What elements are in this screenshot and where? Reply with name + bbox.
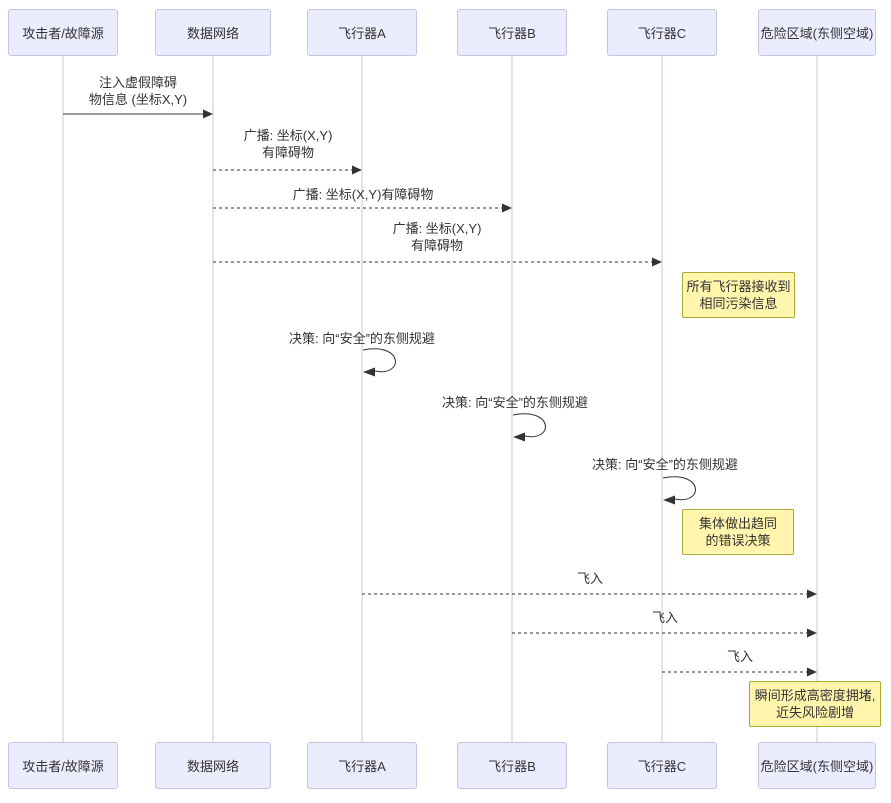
actor-top-aircraft-c: 飞行器C — [607, 9, 717, 56]
actor-label: 飞行器B — [488, 26, 536, 41]
actor-bottom-data-network: 数据网络 — [155, 742, 271, 789]
arrowhead-selfloop-b — [513, 432, 525, 442]
actor-bottom-aircraft-c: 飞行器C — [607, 742, 717, 789]
actor-top-aircraft-b: 飞行器B — [457, 9, 567, 56]
message-label-flyin-b: 飞入 — [651, 610, 678, 625]
actor-label: 飞行器C — [637, 26, 687, 41]
selfloop-aircraft-c — [662, 476, 696, 501]
actor-bottom-aircraft-a: 飞行器A — [307, 742, 417, 789]
actor-top-danger-zone: 危险区域(东侧空域) — [758, 9, 876, 56]
actor-top-aircraft-a: 飞行器A — [307, 9, 417, 56]
actor-label: 危险区域(东侧空域) — [760, 26, 874, 41]
message-label-broadcast-b: 广播: 坐标(X,Y)有障碍物 — [292, 187, 434, 202]
actor-top-attacker: 攻击者/故障源 — [8, 9, 118, 56]
actor-label: 飞行器A — [338, 26, 386, 41]
message-label-flyin-a: 飞入 — [576, 571, 603, 586]
arrowhead-broadcast-a — [352, 165, 362, 175]
message-label-flyin-c: 飞入 — [726, 649, 753, 664]
actor-top-data-network: 数据网络 — [155, 9, 271, 56]
arrowhead-broadcast-b — [502, 203, 512, 213]
arrowhead-flyin-b — [807, 628, 817, 638]
actor-label: 飞行器A — [338, 759, 386, 774]
message-label-decision-a: 决策: 向“安全”的东侧规避 — [289, 331, 435, 346]
note-wrong-decision: 集体做出趋同 的错误决策 — [682, 509, 794, 555]
actor-label: 飞行器C — [637, 759, 687, 774]
actor-label: 危险区域(东侧空域) — [760, 759, 874, 774]
actor-bottom-attacker: 攻击者/故障源 — [8, 742, 118, 789]
actor-label: 数据网络 — [186, 759, 239, 774]
arrowhead-broadcast-c — [652, 257, 662, 267]
actor-label: 飞行器B — [488, 759, 536, 774]
note-congestion-risk: 瞬间形成高密度拥堵, 近失风险剧增 — [749, 681, 881, 727]
message-label-broadcast-a: 广播: 坐标(X,Y) 有障碍物 — [243, 128, 333, 160]
selfloop-aircraft-a — [362, 348, 396, 373]
note-polluted-info: 所有飞行器接收到 相同污染信息 — [682, 272, 795, 318]
arrowhead-flyin-c — [807, 667, 817, 677]
actor-label: 攻击者/故障源 — [22, 759, 104, 774]
selfloop-aircraft-b — [512, 413, 546, 438]
arrowhead-selfloop-c — [663, 495, 675, 505]
arrowhead-flyin-a — [807, 589, 817, 599]
actor-bottom-danger-zone: 危险区域(东侧空域) — [758, 742, 876, 789]
message-label-broadcast-c: 广播: 坐标(X,Y) 有障碍物 — [392, 221, 482, 253]
actor-label: 数据网络 — [186, 26, 239, 41]
arrowhead-selfloop-a — [363, 367, 375, 377]
message-label-decision-b: 决策: 向“安全”的东侧规避 — [442, 395, 588, 410]
arrowhead-inject — [203, 109, 213, 119]
actor-bottom-aircraft-b: 飞行器B — [457, 742, 567, 789]
message-label-inject: 注入虚假障碍 物信息 (坐标X,Y) — [88, 75, 188, 107]
message-label-decision-c: 决策: 向“安全”的东侧规避 — [592, 457, 738, 472]
actor-label: 攻击者/故障源 — [22, 26, 104, 41]
